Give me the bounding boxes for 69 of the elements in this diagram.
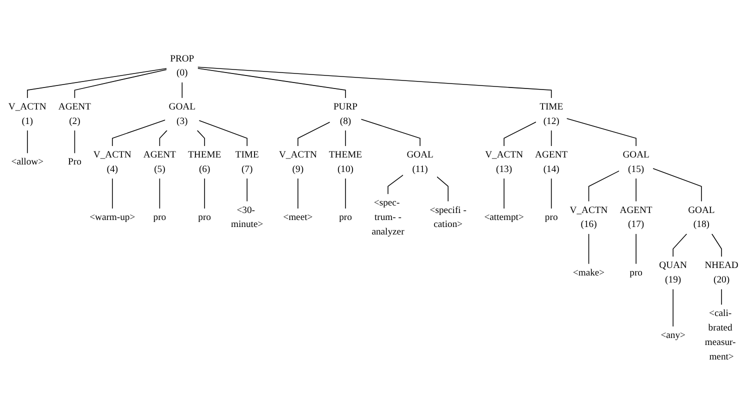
connector <box>345 130 346 146</box>
connector <box>388 174 404 195</box>
node-text: GOAL (11) <box>406 150 434 174</box>
node-text: <specifi -cation> <box>430 204 466 230</box>
node-text: <meet> <box>283 212 313 222</box>
node-text: GOAL (15) <box>622 150 650 174</box>
connector <box>672 233 688 258</box>
node-text: V_ACTN (16) <box>570 204 608 230</box>
node-text: V_ACTN (9) <box>278 150 317 174</box>
node-text: AGENT (2) <box>58 102 91 126</box>
node-text: <cali- brated measur- ment> <box>704 308 736 362</box>
connector <box>298 122 330 146</box>
node-text: V_ACTN (13) <box>485 150 524 174</box>
connector <box>246 178 248 202</box>
connector <box>74 130 76 154</box>
node-text: pro <box>630 268 642 278</box>
connector <box>112 178 113 209</box>
connector <box>27 68 167 98</box>
node-text: <allow> <box>11 156 44 168</box>
node-text: V_ACTN (1) <box>8 102 46 126</box>
node-text: V_ACTN (4) <box>93 150 132 174</box>
connector <box>504 122 536 146</box>
connector <box>196 130 205 146</box>
connector <box>27 130 28 154</box>
connector <box>652 168 702 202</box>
connector <box>197 66 552 98</box>
node-text: NHEAD (20) <box>704 260 738 285</box>
connector <box>159 130 168 146</box>
node-text: pro <box>339 212 352 222</box>
node-text: <attempt> <box>484 212 524 222</box>
connector <box>204 178 205 209</box>
node-text: GOAL (18) <box>688 204 715 230</box>
connector <box>345 178 346 209</box>
node-text: pro <box>153 212 166 222</box>
connector <box>159 178 160 209</box>
node-text: <warm-up> <box>90 212 136 222</box>
connector <box>197 68 346 98</box>
node-text: <spec- trum- -analyzer <box>372 198 404 237</box>
connector <box>112 120 166 146</box>
node-text: PURP (8) <box>333 102 358 126</box>
node-text: <any> <box>660 330 686 340</box>
node-text: pro <box>198 212 211 222</box>
node-text: pro <box>544 212 558 222</box>
connector <box>360 118 420 146</box>
connector <box>588 170 620 202</box>
connector <box>721 288 722 306</box>
connector <box>74 69 167 98</box>
node-text: Pro <box>68 156 82 168</box>
connector <box>672 288 674 327</box>
node-text: TIME (7) <box>235 150 259 174</box>
connector <box>550 178 552 209</box>
node-text: AGENT (5) <box>143 150 176 174</box>
node-text: GOAL (3) <box>168 102 196 126</box>
connector <box>182 82 183 98</box>
node-text: AGENT (17) <box>620 204 652 230</box>
connector <box>550 130 552 146</box>
node-text: QUAN (19) <box>659 260 687 285</box>
connector <box>436 176 448 202</box>
node-text: <30- minute> <box>230 204 264 230</box>
connector <box>711 233 722 258</box>
connector <box>198 120 248 146</box>
node-text: THEME (10) <box>328 150 362 174</box>
node-text: AGENT (14) <box>535 150 568 174</box>
connector <box>588 233 590 264</box>
node-text: PROP (0) <box>170 53 194 78</box>
node-text: <make> <box>572 268 605 278</box>
node-text: THEME (6) <box>188 150 222 174</box>
connector <box>566 118 636 146</box>
node-text: TIME (12) <box>540 102 564 126</box>
